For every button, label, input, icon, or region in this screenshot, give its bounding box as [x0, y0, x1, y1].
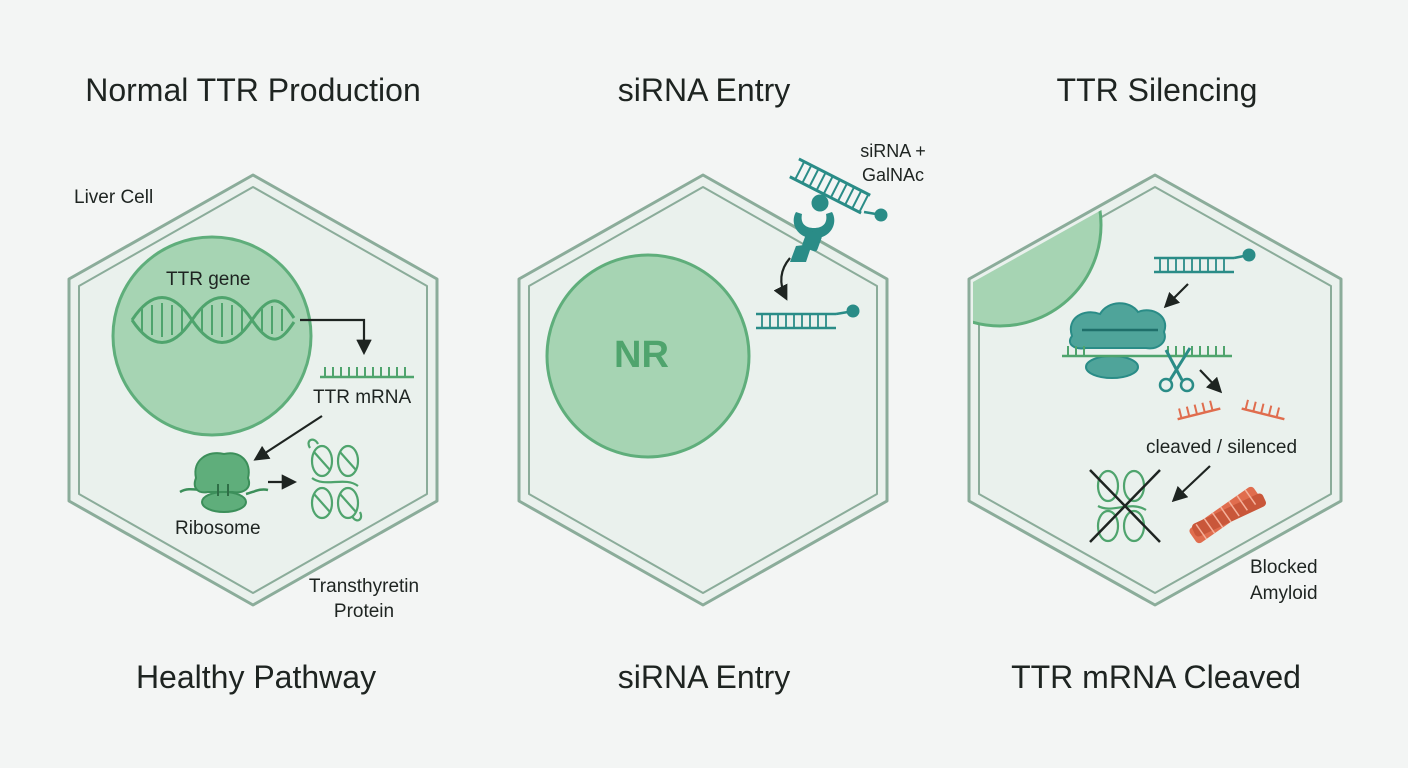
panel-2-title: siRNA Entry — [617, 72, 791, 108]
transthyretin-label-line1: Transthyretin — [308, 576, 420, 597]
arrow-mrna-to-ribosome — [253, 415, 323, 461]
liver-cell-3 — [967, 173, 1343, 607]
nucleus-2 — [545, 253, 751, 459]
nucleus-1 — [111, 235, 313, 437]
blocked-amyloid-label-line1: Blocked — [1250, 557, 1318, 578]
ttr-mrna-label: TTR mRNA — [313, 387, 412, 408]
panel-1-caption: Healthy Pathway — [135, 659, 377, 695]
liver-cell-1-inner-border — [78, 186, 428, 594]
internalized-sirna-icon — [756, 304, 860, 330]
liver-cell-2-inner-border — [528, 186, 878, 594]
panel-3-caption: TTR mRNA Cleaved — [1011, 659, 1301, 695]
panel-1-title: Normal TTR Production — [85, 72, 421, 108]
target-mrna-icon — [1062, 346, 1232, 358]
scissors-icon — [1158, 347, 1195, 393]
ttr-gene-label: TTR gene — [166, 269, 251, 290]
transthyretin-protein-icon — [307, 438, 363, 522]
dna-helix-icon — [130, 296, 296, 344]
mrna-strand-icon — [320, 367, 414, 379]
transthyretin-label-line2: Protein — [333, 601, 395, 622]
arrow-sirna-entry — [773, 257, 791, 301]
arrow-sirna-to-risc — [1163, 283, 1189, 309]
ribosome-label: Ribosome — [175, 518, 261, 539]
arrow-gene-to-mrna — [300, 318, 372, 356]
liver-cell-label: Liver Cell — [74, 187, 154, 208]
sirna-galnac-label-line1: siRNA + — [860, 141, 926, 161]
ribosome-icon — [179, 452, 269, 513]
panel-3-title: TTR Silencing — [1056, 72, 1258, 108]
arrow-to-fragments — [1199, 369, 1223, 394]
sirna-strand-icon — [1154, 248, 1256, 274]
crossed-protein-icon — [1089, 469, 1161, 543]
panel-2-graphic — [517, 157, 889, 607]
cleaved-fragments-icon — [1177, 399, 1285, 421]
nucleus-label: NR — [614, 334, 669, 376]
cleaved-silenced-label: cleaved / silenced — [1146, 437, 1298, 458]
sirna-galnac-label-line2: GalNAc — [861, 165, 924, 185]
panel-2-caption: siRNA Entry — [617, 659, 791, 695]
sirna-galnac-icon — [789, 157, 888, 222]
amyloid-fibril-icon — [1189, 486, 1266, 544]
panel-1-graphic — [67, 173, 439, 607]
panel-3-graphic — [967, 173, 1343, 607]
blocked-amyloid-label-line2: Amyloid — [1250, 583, 1318, 604]
arrow-to-blocked — [1171, 465, 1211, 503]
receptor-icon — [790, 212, 835, 262]
